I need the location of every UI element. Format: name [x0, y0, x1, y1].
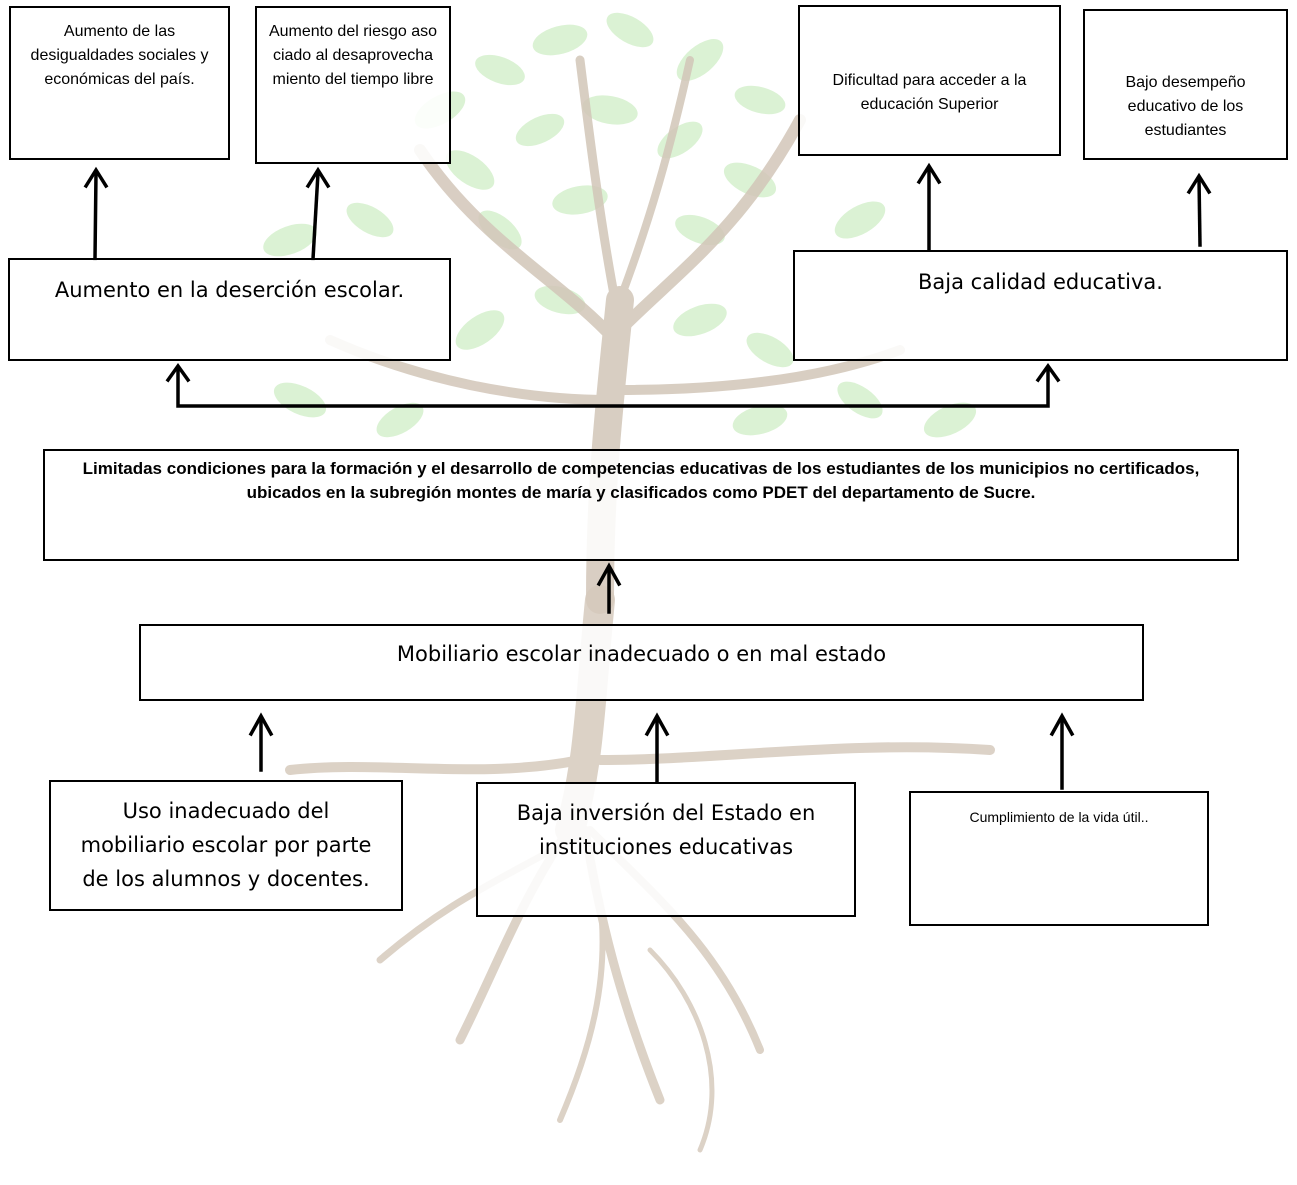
cause-baja-inversion: Baja inversión del Estado en institucion…: [476, 782, 856, 917]
effect-desigualdades: Aumento de las desigualdades sociales y …: [9, 6, 230, 160]
effect-desercion-text: Aumento en la deserción escolar.: [54, 278, 405, 302]
direct-cause-mobiliario: Mobiliario escolar inadecuado o en mal e…: [139, 624, 1144, 701]
effect-desercion-escolar: Aumento en la deserción escolar.: [8, 258, 451, 361]
central-problem: Limitadas condiciones para la formación …: [43, 449, 1239, 561]
effect-desigualdades-text: Aumento de las desigualdades sociales y …: [30, 23, 209, 88]
effect-bajo-desempeno-text: Bajo desempeño educativo de los estudian…: [1125, 74, 1246, 139]
effect-baja-calidad: Baja calidad educativa.: [793, 250, 1288, 361]
effect-dificultad-text: Dificultad para acceder a la educación S…: [832, 72, 1027, 113]
direct-cause-text: Mobiliario escolar inadecuado o en mal e…: [396, 642, 887, 666]
cause-baja-inversion-text: Baja inversión del Estado en institucion…: [516, 801, 816, 859]
cause-vida-util: Cumplimiento de la vida útil..: [909, 791, 1209, 926]
cause-uso-inadecuado-text: Uso inadecuado del mobiliario escolar po…: [80, 799, 372, 891]
effect-baja-calidad-text: Baja calidad educativa.: [918, 270, 1163, 294]
effect-dificultad-superior: Dificultad para acceder a la educación S…: [798, 5, 1061, 156]
effect-riesgo-tiempo-libre: Aumento del riesgo asociado al desaprove…: [255, 6, 451, 164]
cause-uso-inadecuado: Uso inadecuado del mobiliario escolar po…: [49, 780, 403, 911]
cause-vida-util-text: Cumplimiento de la vida útil..: [969, 809, 1149, 825]
effect-riesgo-text: Aumento del riesgo asociado al desaprove…: [268, 23, 438, 88]
effect-bajo-desempeno: Bajo desempeño educativo de los estudian…: [1083, 9, 1288, 160]
central-problem-text: Limitadas condiciones para la formación …: [82, 459, 1200, 502]
